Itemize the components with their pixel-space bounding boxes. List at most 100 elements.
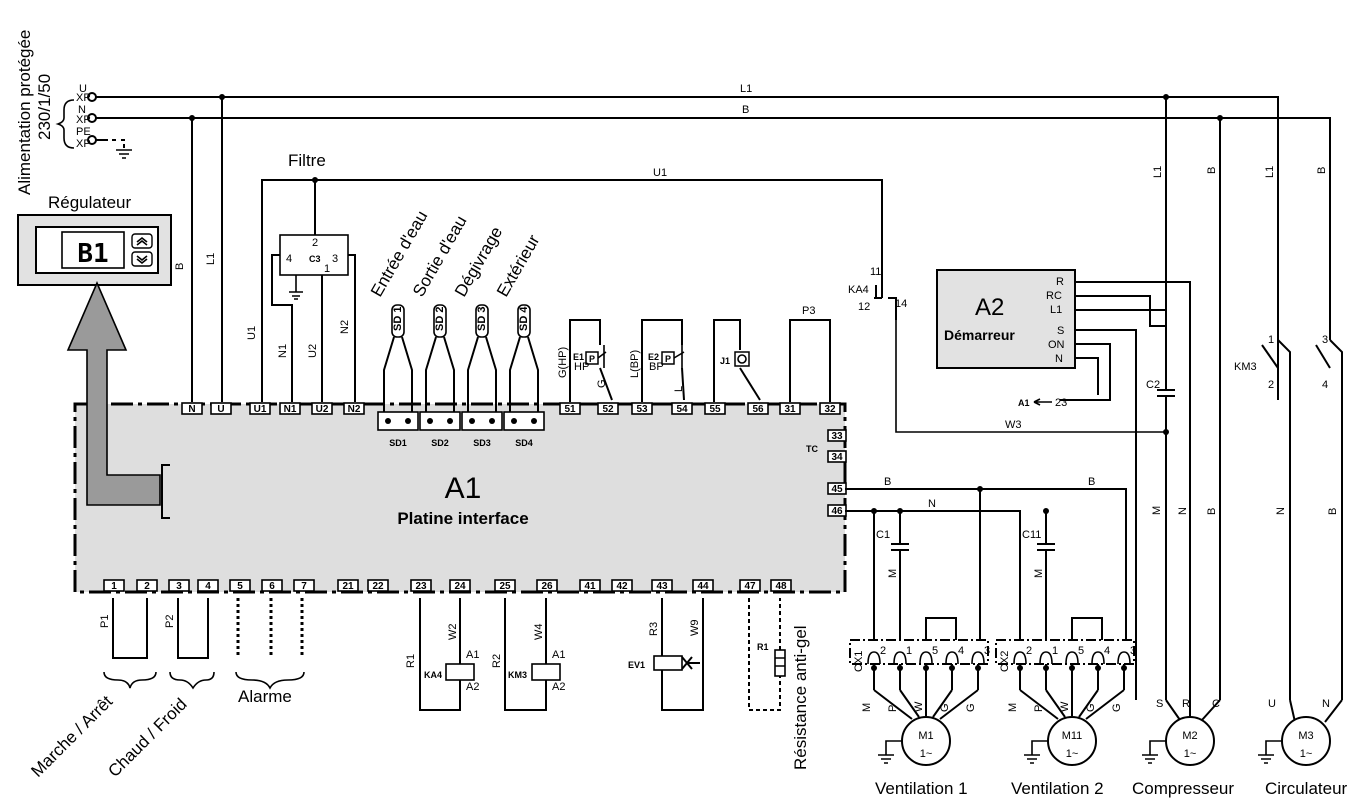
terminal-n: N	[181, 402, 203, 415]
svg-text:B: B	[884, 476, 891, 488]
svg-text:P: P	[887, 705, 899, 712]
svg-text:2: 2	[1268, 379, 1274, 391]
svg-text:S: S	[1156, 698, 1163, 710]
terminal-22: 22	[367, 579, 389, 592]
svg-text:W4: W4	[533, 624, 545, 641]
terminal-26: 26	[536, 579, 558, 592]
terminal-55: 55	[704, 402, 726, 415]
svg-text:G(HP): G(HP)	[557, 347, 569, 378]
flow-switch-icon	[734, 351, 750, 367]
regulator-display: B1	[77, 239, 108, 269]
svg-text:ON: ON	[1048, 339, 1065, 351]
label-l1-main: L1	[740, 83, 752, 95]
km3-ref: KM3	[1234, 361, 1257, 373]
svg-text:48: 48	[775, 581, 787, 592]
coil-ka4	[445, 663, 475, 681]
svg-text:1~: 1~	[920, 748, 933, 760]
svg-text:G: G	[596, 379, 608, 388]
svg-text:W9: W9	[689, 620, 701, 637]
probe-icon	[475, 304, 489, 338]
svg-text:23: 23	[415, 581, 427, 592]
svg-text:M2: M2	[1182, 730, 1197, 742]
svg-text:EV1: EV1	[628, 660, 645, 670]
svg-text:7: 7	[301, 581, 307, 592]
regulator-title: Régulateur	[48, 193, 132, 212]
svg-text:W3: W3	[1005, 419, 1022, 431]
terminal-46: 46	[827, 504, 847, 517]
svg-text:SD 1: SD 1	[392, 307, 404, 331]
svg-text:25: 25	[499, 581, 511, 592]
terminal-3: 3	[168, 579, 190, 592]
supply-brace	[55, 99, 75, 149]
svg-text:54: 54	[676, 404, 688, 415]
terminal-41: 41	[579, 579, 601, 592]
svg-text:P: P	[1033, 705, 1045, 712]
terminal-54: 54	[671, 402, 693, 415]
terminal-32: 32	[819, 402, 841, 415]
svg-text:U2: U2	[316, 404, 329, 415]
svg-text:14: 14	[895, 298, 907, 310]
svg-text:U1: U1	[254, 404, 267, 415]
svg-text:R1: R1	[405, 654, 417, 668]
filter-title: Filtre	[288, 151, 326, 170]
label-l1-u: L1	[205, 253, 217, 265]
svg-text:SD 2: SD 2	[434, 307, 446, 331]
terminal-47: 47	[739, 579, 761, 592]
svg-text:W2: W2	[447, 624, 459, 641]
valve-ev1	[653, 655, 683, 671]
svg-text:E1: E1	[573, 352, 584, 362]
svg-text:4: 4	[286, 253, 292, 265]
svg-text:J1: J1	[720, 356, 730, 366]
starter-ref: A2	[975, 294, 1004, 321]
terminal-4: 4	[197, 579, 219, 592]
svg-text:A1: A1	[466, 649, 479, 661]
svg-text:L: L	[673, 386, 685, 392]
label-antigel: Résistance anti-gel	[791, 625, 810, 770]
svg-text:N: N	[1322, 698, 1330, 710]
svg-text:43: 43	[656, 581, 668, 592]
svg-text:26: 26	[541, 581, 553, 592]
svg-text:P: P	[665, 354, 671, 364]
svg-text:5: 5	[1078, 645, 1084, 657]
terminal-u: U	[210, 402, 232, 415]
solenoid-valve-icon	[681, 656, 700, 670]
svg-text:N: N	[1177, 507, 1189, 515]
starter-a2: A2 Démarreur R RC L1 S ON N A1 23	[936, 269, 1191, 700]
terminal-51: 51	[559, 402, 581, 415]
svg-text:53: 53	[636, 404, 648, 415]
terminal-6: 6	[261, 579, 283, 592]
supply-n: N	[78, 104, 86, 116]
svg-text:N2: N2	[339, 320, 351, 334]
terminal-43: 43	[651, 579, 673, 592]
label-b-main: B	[742, 104, 749, 116]
svg-text:11: 11	[870, 266, 881, 278]
svg-text:C1: C1	[876, 529, 890, 541]
wire-u1	[261, 179, 883, 402]
svg-text:CX1: CX1	[853, 651, 865, 672]
terminal-42: 42	[611, 579, 633, 592]
svg-text:2: 2	[144, 581, 150, 592]
wire-l1-main	[96, 96, 1279, 400]
svg-text:22: 22	[372, 581, 384, 592]
svg-text:1: 1	[1052, 645, 1058, 657]
earth-icon	[1258, 754, 1274, 764]
svg-text:BP: BP	[649, 361, 664, 373]
svg-text:L1: L1	[1050, 304, 1062, 316]
svg-text:3: 3	[332, 253, 338, 265]
label-alarme: Alarme	[238, 687, 292, 706]
terminal-48: 48	[770, 579, 792, 592]
svg-text:1~: 1~	[1066, 748, 1079, 760]
svg-text:SD1: SD1	[389, 438, 407, 448]
svg-text:M: M	[861, 703, 873, 712]
svg-text:B: B	[1206, 508, 1218, 515]
svg-text:3: 3	[176, 581, 182, 592]
svg-text:C11: C11	[1022, 529, 1041, 541]
motor-m3: M31~	[1258, 716, 1331, 766]
caption-ventilation-2: Ventilation 2	[1011, 779, 1104, 798]
regulator: Régulateur B1	[17, 193, 172, 286]
probe-icon	[517, 304, 531, 338]
